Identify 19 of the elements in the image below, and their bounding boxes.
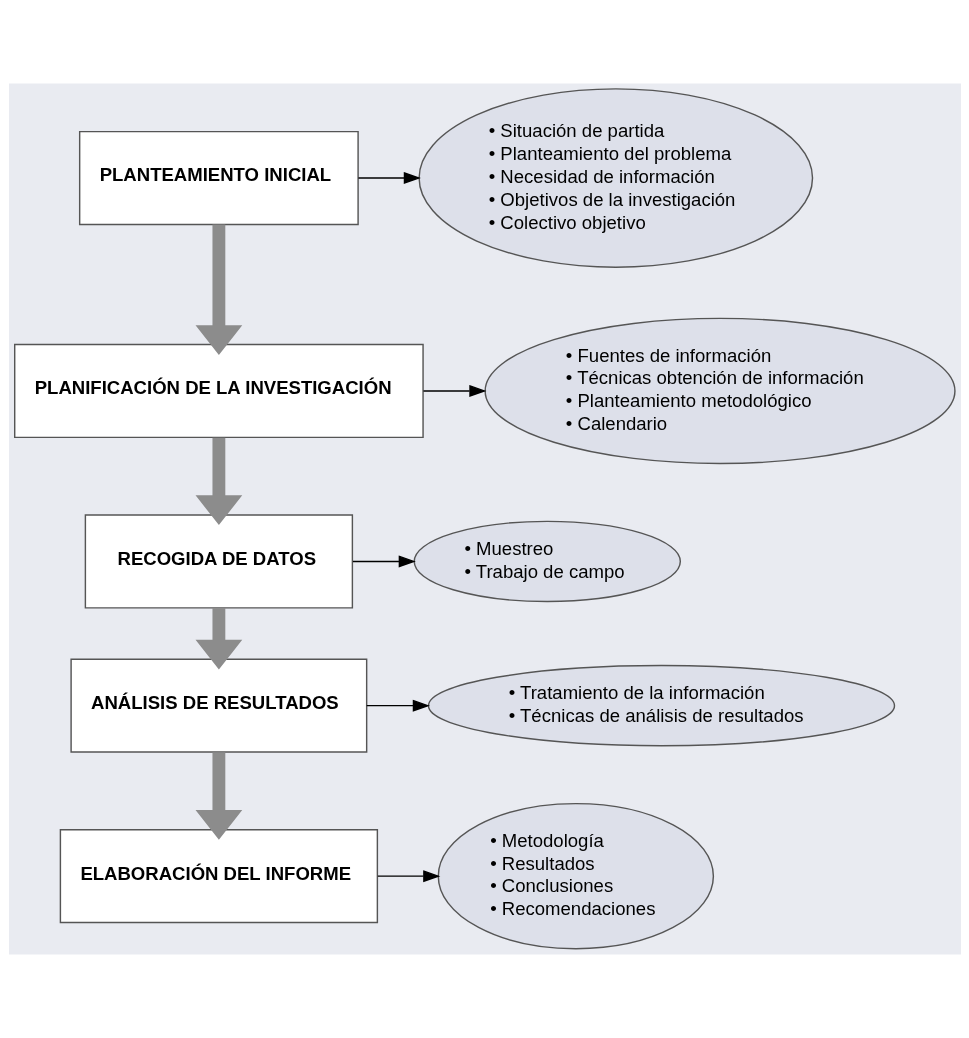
arrow [195, 224, 242, 355]
arrow [195, 608, 242, 670]
node-box: ANÁLISIS DE RESULTADOS [69, 658, 367, 753]
node-box: PLANTEAMIENTO INICIAL [78, 130, 359, 226]
arrow [357, 172, 421, 184]
node-ellipse: • Tratamiento de la información • Técnicas de análisis de resultados [427, 664, 895, 747]
node-ellipse: • Muestreo • Trabajo de campo [413, 520, 681, 603]
arrow [195, 752, 242, 840]
arrow [351, 555, 416, 568]
node-box: ELABORACIÓN DEL INFORME [59, 829, 378, 924]
node-ellipse: • Fuentes de información • Técnicas obtención de información • Planteamiento metodológico • Calendario [483, 317, 956, 465]
arrow [376, 870, 440, 883]
node-box: PLANIFICACIÓN DE LA INVESTIGACIÓN [13, 343, 424, 439]
node-ellipse: • Metodología • Resultados • Conclusiones • Recomendaciones [437, 802, 714, 950]
arrow [195, 437, 242, 525]
node-box: RECOGIDA DE DATOS [84, 514, 353, 609]
arrow [365, 699, 430, 712]
arrow [422, 384, 486, 397]
node-ellipse: • Situación de partida • Planteamiento del problema • Necesidad de información • Objetivos de la investigación • Colectivo objetivo [417, 88, 813, 268]
